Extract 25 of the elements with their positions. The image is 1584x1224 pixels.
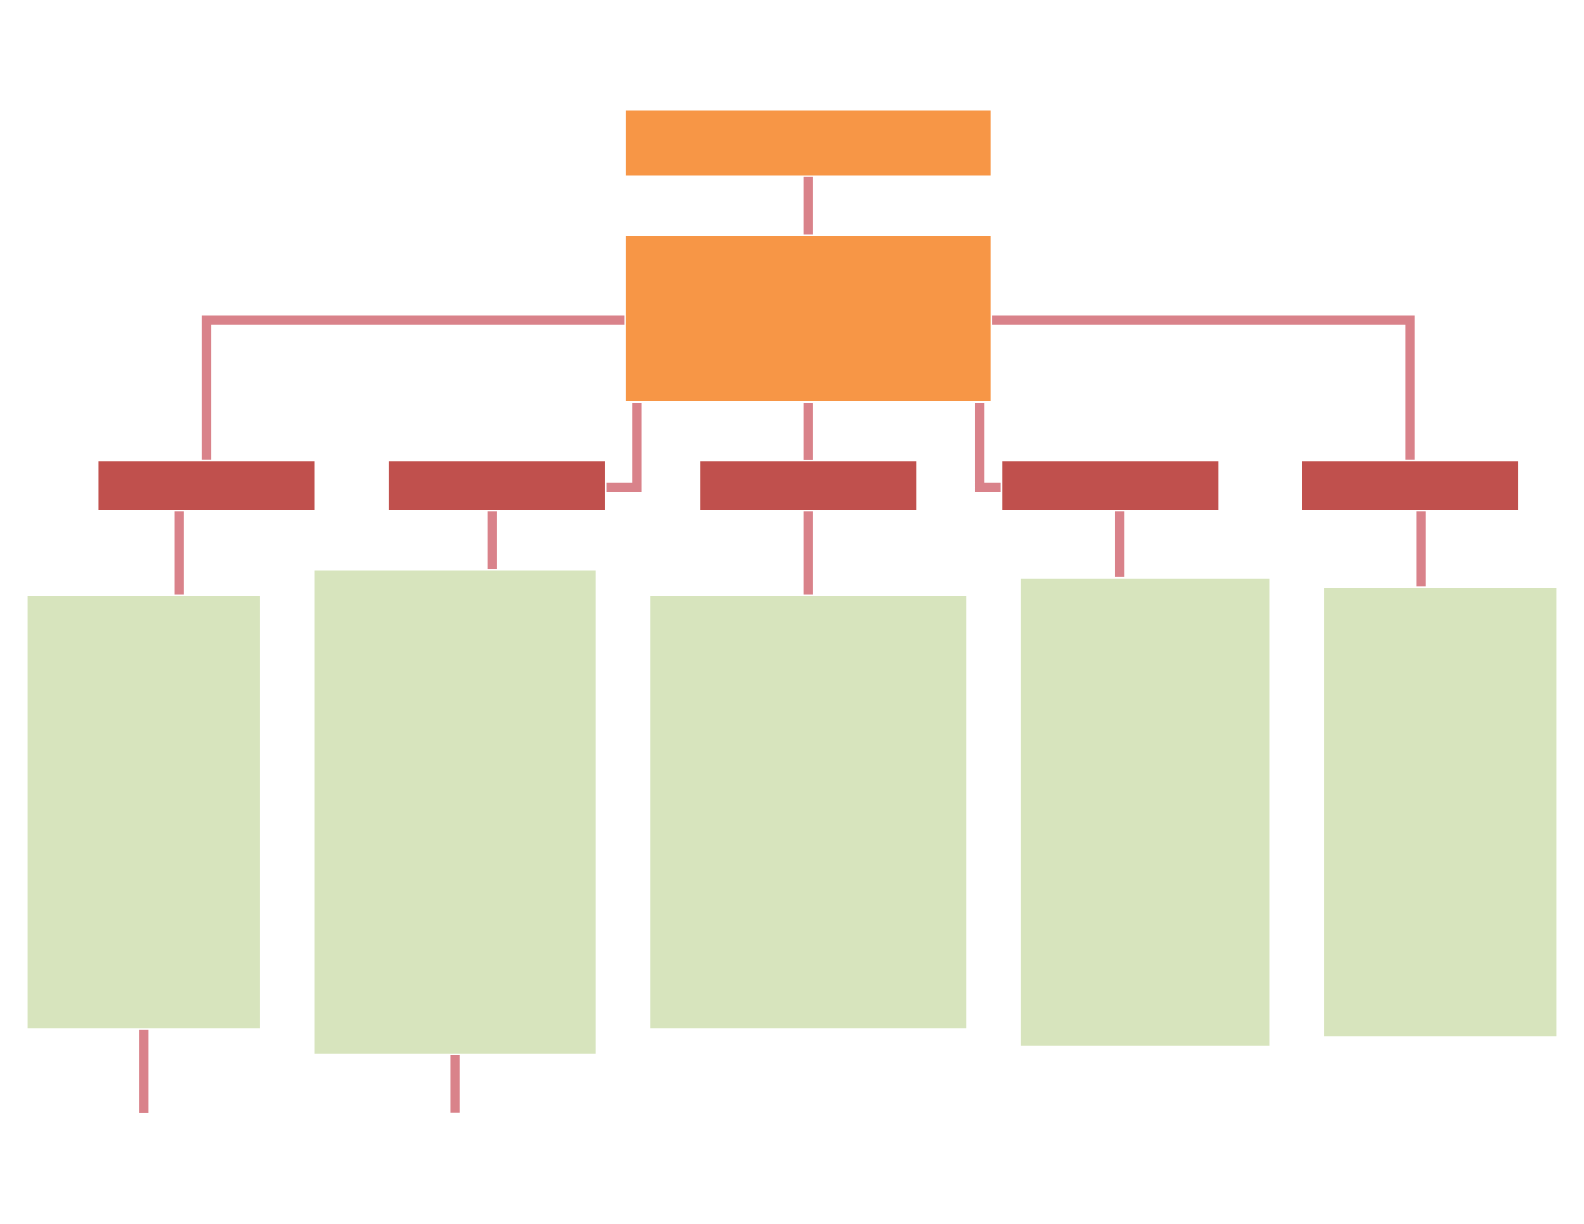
node-box: [623, 108, 993, 178]
connector: [803, 403, 813, 460]
node-box: [386, 458, 608, 513]
connector: [1114, 511, 1125, 577]
connector: [974, 402, 1001, 492]
connector: [992, 315, 1415, 460]
node-box: [96, 458, 317, 513]
connector: [139, 1029, 149, 1113]
node-box: [697, 458, 919, 513]
node-box: [1018, 576, 1272, 1048]
node-box: [312, 568, 598, 1057]
node-box: [1299, 458, 1521, 513]
node-box: [647, 593, 969, 1031]
connector: [606, 402, 642, 492]
node-box: [623, 233, 993, 404]
connector: [450, 1054, 460, 1113]
node-box: [999, 458, 1221, 513]
node-box: [1321, 585, 1559, 1039]
connector: [1416, 511, 1426, 587]
connector: [803, 511, 813, 595]
connector: [487, 511, 497, 570]
connector: [803, 176, 813, 235]
node-box: [25, 593, 263, 1031]
connector: [174, 511, 184, 595]
connector: [201, 315, 625, 460]
